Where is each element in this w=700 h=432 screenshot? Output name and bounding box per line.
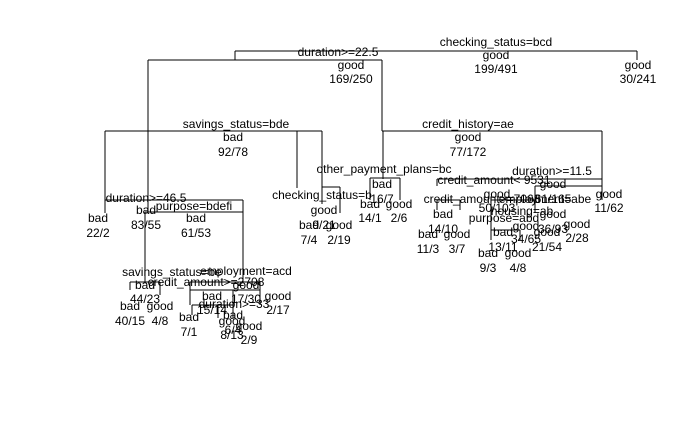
split-label-s6: purpose=bdefi xyxy=(156,199,232,213)
node-class-label-n13: good xyxy=(326,218,353,232)
node-class-label-n16: good xyxy=(484,187,511,201)
node-count-label-n11: 9/21 xyxy=(312,218,336,232)
node-count-label-n7: 83/55 xyxy=(131,218,161,232)
node-count-label-n31: 4/8 xyxy=(152,314,169,328)
node-class-label-n31: good xyxy=(147,299,174,313)
node-count-label-n22: 34/65 xyxy=(511,232,541,246)
node-class-label-n36: bad xyxy=(223,308,243,322)
node-count-label-n3: 30/241 xyxy=(620,72,657,86)
tree-labels: checking_status=bcd duration>=22.5 savings… xyxy=(86,35,656,347)
node-class-label-n23: good xyxy=(564,217,591,231)
node-count-label-n21: 3/7 xyxy=(449,242,466,256)
node-class-label-n27: good xyxy=(505,246,532,260)
node-class-label-n14: bad xyxy=(360,197,380,211)
node-count-label-n25: 21/54 xyxy=(532,240,562,254)
node-count-label-n15: 2/6 xyxy=(391,211,408,225)
split-label-s16: employment=acd xyxy=(200,264,292,278)
node-class-label-n37: good xyxy=(236,319,263,333)
node-class-label-n21: good xyxy=(444,227,471,241)
node-count-label-n13: 2/19 xyxy=(327,233,351,247)
split-label-s17: credit_amount>=2708 xyxy=(148,275,265,289)
node-class-label-n22: good xyxy=(513,219,540,233)
node-count-label-n20: 11/3 xyxy=(417,242,440,256)
split-label-s2: duration>=22.5 xyxy=(298,45,379,59)
node-class-label-n25: good xyxy=(534,225,561,239)
node-count-label-n9: 16/7 xyxy=(370,192,394,206)
node-count-label-n2: 169/250 xyxy=(329,72,373,86)
split-label-s11: credit_amount>=7063 xyxy=(424,192,541,206)
node-class-label-n6: bad xyxy=(88,211,108,225)
node-count-label-n8: 61/53 xyxy=(181,226,211,240)
node-class-label-n30: bad xyxy=(120,299,140,313)
node-count-label-n37: 2/9 xyxy=(241,333,258,347)
node-class-label-n19: good xyxy=(540,207,567,221)
node-class-label-n18: bad xyxy=(433,207,453,221)
tree-branches xyxy=(104,50,638,318)
node-count-label-n5: 77/172 xyxy=(450,145,487,159)
split-label-s18: duration>=33 xyxy=(199,297,270,311)
node-class-label-n20: bad xyxy=(418,227,438,241)
split-label-s10: duration>=11.5 xyxy=(512,164,592,178)
split-label-s7: other_payment_plans=bc xyxy=(316,162,451,176)
split-label-s3: savings_status=bde xyxy=(183,117,290,131)
node-count-label-n18: 14/10 xyxy=(428,222,458,236)
node-count-label-n1: 199/491 xyxy=(474,62,518,76)
node-class-label-n33: good xyxy=(265,289,292,303)
node-class-label-n1: good xyxy=(483,48,510,62)
split-label-s15: savings_status=be xyxy=(122,265,222,279)
split-label-s4: credit_history=ae xyxy=(422,117,514,131)
node-count-label-n16: 50/103 xyxy=(479,201,516,215)
node-count-label-n26: 9/3 xyxy=(480,261,497,275)
node-count-label-n29: 17/30 xyxy=(231,292,261,306)
node-class-label-n34: bad xyxy=(179,310,199,324)
split-label-s14: housing=ab xyxy=(491,204,554,218)
node-class-label-n8: bad xyxy=(186,211,206,225)
node-count-label-n27: 4/8 xyxy=(510,261,527,275)
node-class-label-n35: good xyxy=(219,314,246,328)
node-count-label-n36: 6/4 xyxy=(225,323,242,337)
node-class-label-n3: good xyxy=(625,58,652,72)
node-count-label-n10: 61/165 xyxy=(535,192,572,206)
node-class-label-n15: good xyxy=(386,197,413,211)
node-class-label-n12: bad xyxy=(299,218,319,232)
node-count-label-n33: 2/17 xyxy=(266,303,290,317)
node-class-label-n4: bad xyxy=(223,130,243,144)
node-class-label-n17: good xyxy=(596,187,623,201)
node-class-label-n7: bad xyxy=(136,203,156,217)
split-label-s12: employment=abe xyxy=(499,192,592,206)
node-count-label-n28: 44/23 xyxy=(130,292,160,306)
node-count-label-n23: 2/28 xyxy=(565,231,589,245)
node-class-label-n24: bad xyxy=(493,225,513,239)
node-count-label-n35: 8/13 xyxy=(220,328,244,342)
node-count-label-n4: 92/78 xyxy=(218,145,248,159)
node-count-label-n14: 14/1 xyxy=(358,211,382,225)
node-count-label-n19: 36/93 xyxy=(538,222,568,236)
node-count-label-n32: 15/14 xyxy=(197,303,227,317)
node-class-label-n32: bad xyxy=(202,289,222,303)
split-label-s9: credit_amount< 9531 xyxy=(437,173,550,187)
split-label-s1: checking_status=bcd xyxy=(440,35,552,49)
node-class-label-n28: bad xyxy=(135,278,155,292)
split-label-s13: purpose=abd xyxy=(469,211,539,225)
node-count-label-n34: 7/1 xyxy=(181,325,198,339)
node-class-label-n2: good xyxy=(338,58,365,72)
node-count-label-n30: 40/15 xyxy=(115,314,145,328)
node-count-label-n17: 11/62 xyxy=(594,201,623,215)
node-class-label-n29: good xyxy=(233,278,260,292)
node-class-label-n5: good xyxy=(455,130,482,144)
node-class-label-n10: good xyxy=(540,177,567,191)
node-count-label-n12: 7/4 xyxy=(301,233,318,247)
node-class-label-n26: bad xyxy=(478,246,498,260)
node-count-label-n6: 22/2 xyxy=(86,226,110,240)
split-label-s8: checking_status=b xyxy=(272,188,372,202)
split-label-s5: duration>=46.5 xyxy=(106,191,187,205)
node-class-label-n9: bad xyxy=(372,177,392,191)
node-class-label-n11: good xyxy=(311,203,338,217)
node-count-label-n24: 13/11 xyxy=(488,240,517,254)
